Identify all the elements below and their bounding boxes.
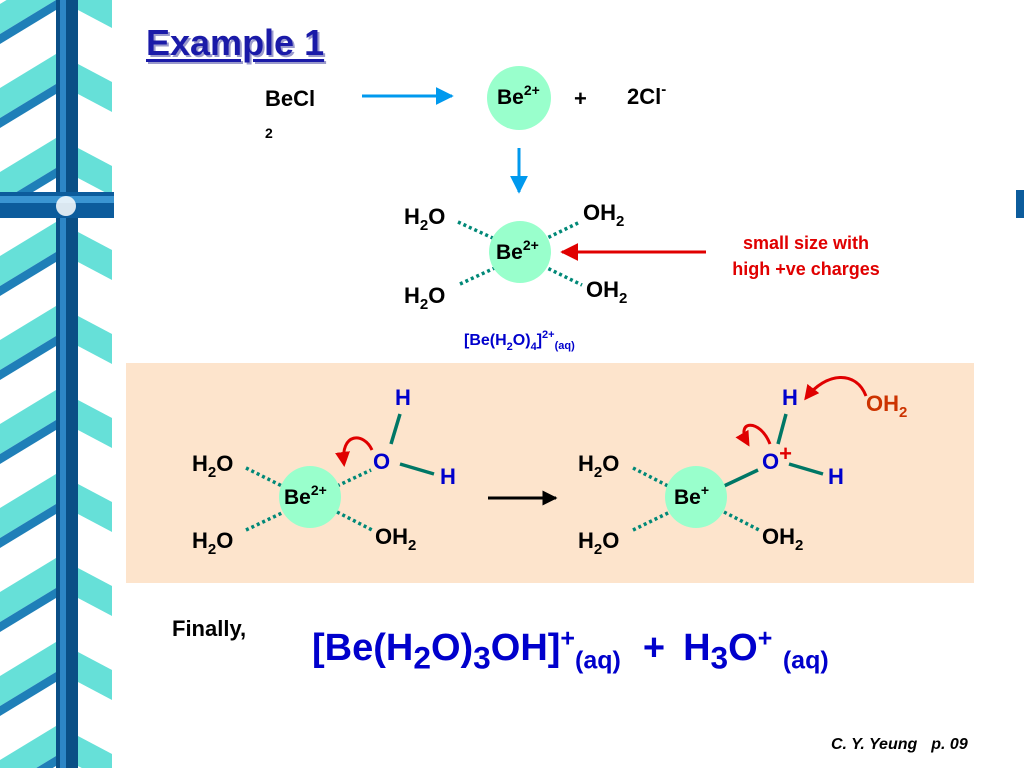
right-water-right-bottom: OH2 xyxy=(762,524,803,554)
ribbon-band-left xyxy=(0,306,56,370)
left-electron-arrow xyxy=(335,436,374,467)
ribbon-band-right xyxy=(78,0,112,28)
ligand-water-left-bottom: H2O xyxy=(404,283,445,313)
right-water-h-right: H xyxy=(828,464,844,489)
reactant-subscript: 2 xyxy=(265,125,273,141)
left-water-bottom: H2O xyxy=(192,528,233,558)
left-water-oxygen: O xyxy=(373,449,390,474)
attacking-water: OH2 xyxy=(866,391,907,421)
ribbon-band-left xyxy=(0,726,56,768)
ribbon-band-left xyxy=(0,642,56,706)
page-title: Example 1 xyxy=(146,22,325,63)
right-water-h-top: H xyxy=(782,385,798,410)
be-ion-sphere xyxy=(487,66,551,130)
right-water-bottom: H2O xyxy=(578,528,619,558)
ribbon-band-shade xyxy=(0,84,56,128)
plus-sign: + xyxy=(574,86,587,111)
ribbon-band-right xyxy=(78,484,112,532)
complex-formula: [Be(H2O)4]2+(aq) xyxy=(464,329,575,353)
mechanism-left: Be2+ H2O H2O OH2 O H H xyxy=(192,385,456,558)
left-water-h-right: H xyxy=(440,464,456,489)
ribbon-band-right xyxy=(78,64,112,112)
charge-note-line1: small size with xyxy=(743,233,869,253)
ribbon-band-shade xyxy=(0,672,56,716)
ligand-water-right-top: OH2 xyxy=(583,200,624,230)
ligand-water-right-bottom: OH2 xyxy=(586,277,627,307)
right-water-top: H2O xyxy=(578,451,619,481)
ribbon-band-left xyxy=(0,390,56,454)
ribbon-band-right xyxy=(78,400,112,448)
reactant-formula: BeCl xyxy=(265,86,315,111)
ribbon-band-left xyxy=(0,54,56,118)
ribbon-band-left xyxy=(0,222,56,286)
ribbon-band-shade xyxy=(0,252,56,296)
final-product-2: H3O+ (aq) xyxy=(683,624,829,676)
be-ion-label: Be2+ xyxy=(497,82,540,109)
ribbon-band-shade xyxy=(0,420,56,464)
charge-note-line2: high +ve charges xyxy=(732,259,880,279)
ribbon-band-shade xyxy=(0,336,56,380)
right-electron-arrow-attack xyxy=(804,376,868,401)
left-water-h-top: H xyxy=(395,385,411,410)
right-be-label: Be+ xyxy=(674,482,709,509)
ribbon-band-shade xyxy=(0,588,56,632)
ligand-water-left-top: H2O xyxy=(404,204,445,234)
left-be-sphere xyxy=(279,466,341,528)
hydrated-complex: Be2+ H2O H2O OH2 OH2 small size with hig… xyxy=(404,200,880,353)
be-center-sphere xyxy=(489,221,551,283)
final-equation: [Be(H2O)3OH]+(aq) + H3O+ (aq) xyxy=(312,624,829,676)
finally-label: Finally, xyxy=(172,616,247,641)
final-plus: + xyxy=(642,626,666,669)
footer-author: C. Y. Yeung xyxy=(831,736,918,753)
mechanism-right: Be+ H2O H2O OH2 O+ H H OH2 xyxy=(578,376,907,558)
ribbon-band-right xyxy=(78,652,112,700)
ribbon-band-left xyxy=(0,138,56,202)
right-be-sphere xyxy=(665,466,727,528)
right-electron-arrow-bond xyxy=(735,423,772,447)
ribbon-band-right xyxy=(78,316,112,364)
left-water-top: H2O xyxy=(192,451,233,481)
final-product-1: [Be(H2O)3OH]+(aq) xyxy=(312,624,621,676)
ribbon-band-right xyxy=(78,232,112,280)
be-center-label: Be2+ xyxy=(496,237,539,264)
chloride-label: 2Cl- xyxy=(627,81,666,109)
ribbon-band-left xyxy=(0,474,56,538)
ribbon-band-right xyxy=(78,568,112,616)
dissociation-equation: BeCl 2 Be2+ + 2Cl- xyxy=(265,66,666,194)
footer-credit: C. Y. Yeung p. 09 xyxy=(831,736,968,754)
left-be-label: Be2+ xyxy=(284,482,327,509)
ribbon-band-shade xyxy=(0,0,56,44)
ribbon-band-shade xyxy=(0,504,56,548)
ribbon-band-shade xyxy=(36,756,56,768)
left-water-right-bottom: OH2 xyxy=(375,524,416,554)
ribbon-band-right xyxy=(78,736,112,768)
footer-page: p. 09 xyxy=(931,736,968,753)
right-water-oxygen: O+ xyxy=(762,441,792,474)
ribbon-band-right xyxy=(78,148,112,196)
ribbon-band-left xyxy=(0,558,56,622)
mechanism-panel xyxy=(126,363,974,583)
